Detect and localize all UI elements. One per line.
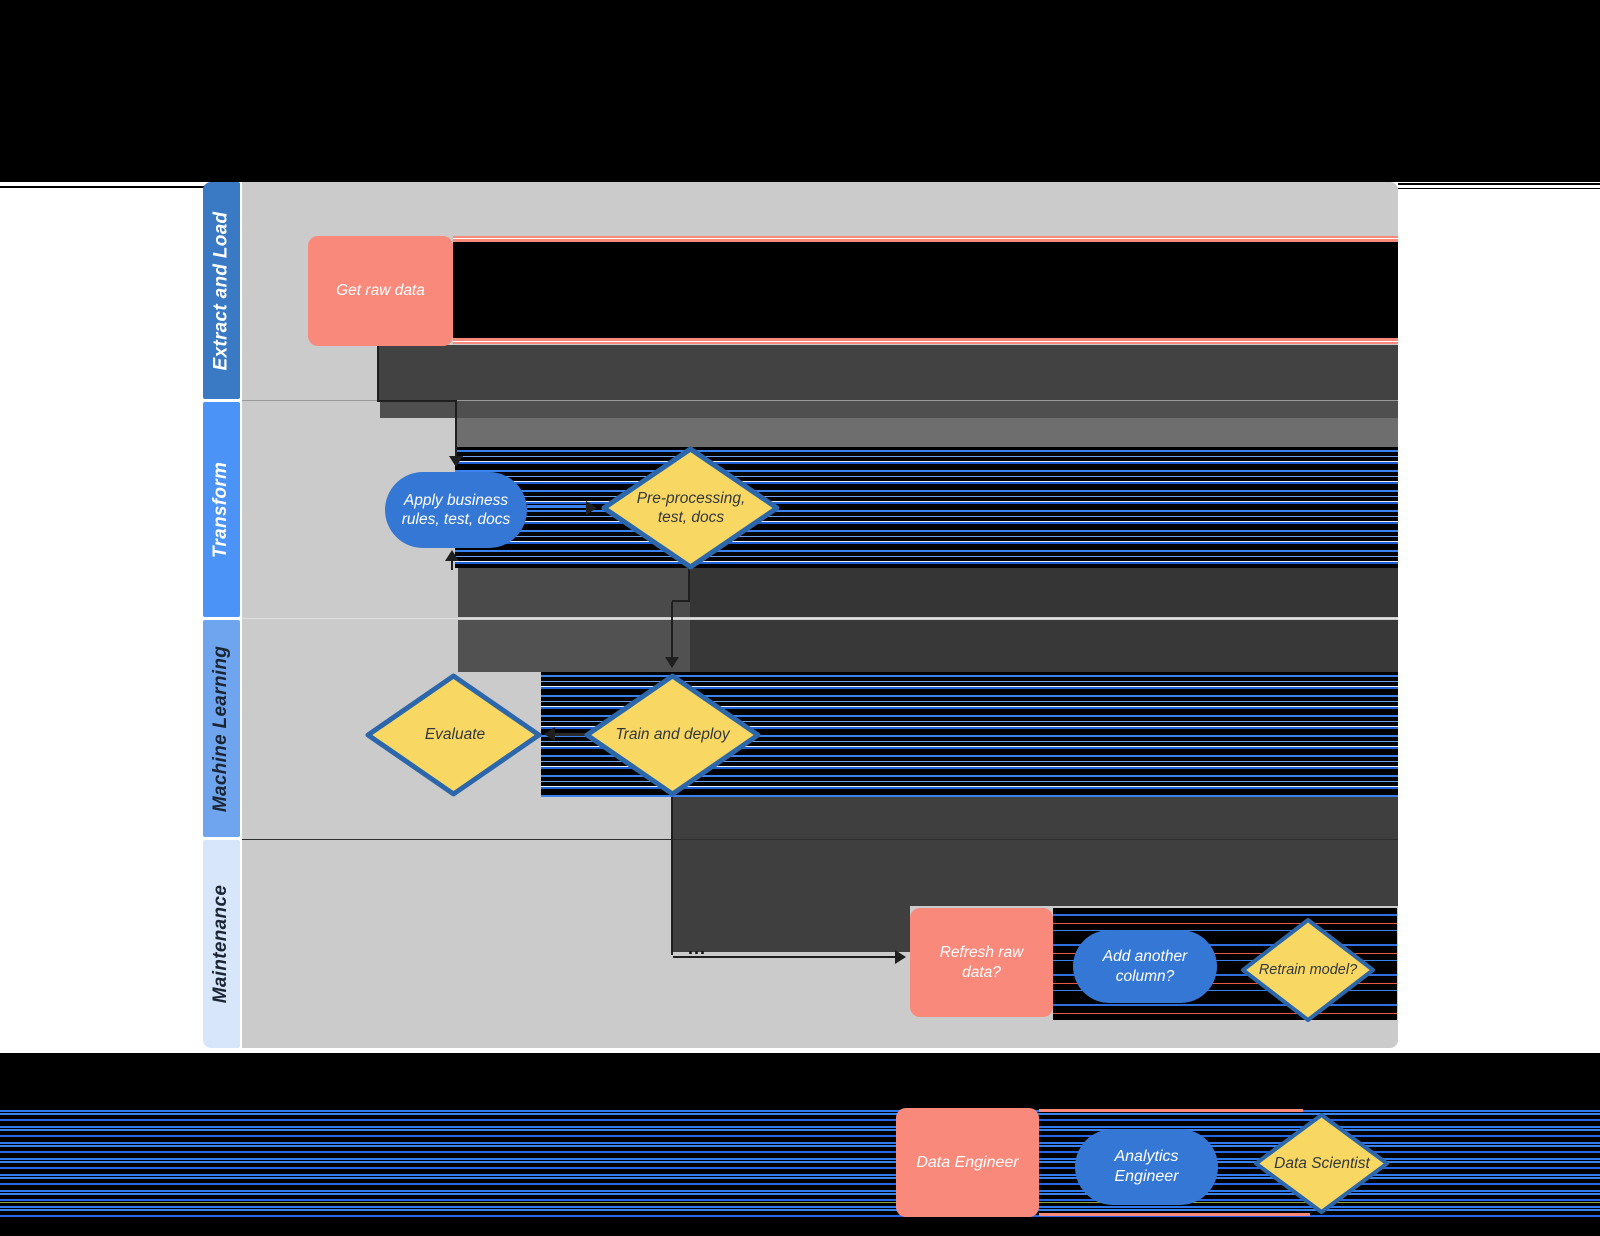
node-evaluate-label: Evaluate: [390, 705, 520, 765]
node-add-another-column: Add another column?: [1073, 930, 1217, 1003]
glitch-band-maint-top: [672, 840, 1398, 906]
node-retrain-model-diamond: [1241, 918, 1375, 1022]
connector-line: [673, 956, 898, 958]
glitch-band-maint-left: [672, 906, 910, 952]
glitch-band-transform-top: [380, 400, 1398, 418]
node-label: Pre-processing, test, docs: [636, 489, 746, 526]
glitch-band-extract: [453, 242, 1398, 338]
node-label: Add another column?: [1102, 948, 1188, 985]
legend-label: Data Engineer: [916, 1153, 1019, 1171]
lane-label: Transform: [210, 461, 232, 558]
node-label: Evaluate: [424, 726, 486, 744]
connector-line: [671, 602, 673, 658]
arrowhead-into-apply: [449, 456, 463, 467]
arrowhead-into-preprocessing: [586, 501, 597, 515]
legend-data-scientist-label: Data Scientist: [1263, 1134, 1381, 1194]
lane-label: Machine Learning: [210, 645, 232, 812]
lane-label: Maintenance: [210, 884, 232, 1004]
node-label: Refresh raw data?: [939, 944, 1024, 981]
legend-label: Analytics Engineer: [1114, 1148, 1179, 1185]
lane-header-transform: Transform: [203, 402, 240, 617]
connector-line: [688, 568, 690, 602]
bottom-green-glitch-line: [0, 1202, 1600, 1203]
node-train-and-deploy-label: Train and deploy: [604, 705, 741, 765]
glitch-line-left: [0, 186, 205, 188]
glitch-white-line: [453, 341, 1398, 342]
arrowhead-into-train: [665, 657, 679, 668]
glitch-salmon-line: [453, 342, 1398, 344]
connector-ellipsis-label: ...: [688, 938, 707, 958]
legend-glitch-line-bottom: [1039, 1213, 1310, 1216]
glitch-white-line: [453, 238, 1398, 239]
glitch-band-transform-bottom-dark: [690, 568, 1398, 617]
glitch-band-ml-bottom: [672, 797, 1398, 839]
lane-label: Extract and Load: [210, 211, 232, 370]
node-label: Train and deploy: [615, 726, 730, 744]
legend-glitch-line-top: [1039, 1109, 1303, 1112]
lane-divider: [242, 839, 1398, 840]
node-pre-processing-diamond: [601, 446, 780, 570]
glitch-band-ml-top-dark: [690, 620, 1398, 672]
glitch-band-transform: [455, 418, 1398, 447]
lane-divider: [242, 618, 1398, 619]
glitch-band-extract-bottom: [378, 345, 1398, 400]
glitch-line-right-1: [1398, 183, 1600, 185]
connector-line: [549, 733, 586, 736]
node-pre-processing-label: Pre-processing, test, docs: [626, 478, 756, 538]
lane-header-maintenance: Maintenance: [203, 840, 240, 1048]
arrowhead-into-apply-bottom: [445, 550, 459, 561]
connector-line: [672, 600, 690, 602]
glitch-line-right-2: [1398, 188, 1600, 189]
arrowhead-into-refresh: [895, 950, 906, 964]
legend-data-engineer: Data Engineer: [896, 1108, 1039, 1217]
lane-divider: [242, 400, 1398, 401]
node-label: Apply business rules, test, docs: [401, 491, 511, 528]
glitch-salmon-line: [453, 236, 1398, 238]
connector-line: [451, 561, 453, 570]
node-apply-business-rules: Apply business rules, test, docs: [385, 472, 527, 548]
connector-line-blue: [527, 505, 589, 508]
node-train-and-deploy-diamond: [584, 673, 761, 797]
arrowhead-into-evaluate: [544, 727, 555, 741]
legend-data-scientist-diamond: [1254, 1113, 1389, 1214]
node-evaluate-diamond: [365, 673, 542, 797]
node-label: Get raw data: [336, 282, 425, 300]
legend-label: Data Scientist: [1274, 1155, 1370, 1173]
top-black-band: [0, 0, 1600, 182]
legend-analytics-engineer: Analytics Engineer: [1075, 1129, 1218, 1205]
glitch-salmon-line: [453, 239, 1398, 242]
node-refresh-raw-data: Refresh raw data?: [910, 908, 1053, 1017]
lane-header-machine-learning: Machine Learning: [203, 620, 240, 837]
connector-line: [671, 797, 673, 955]
node-label: Retrain model?: [1258, 961, 1358, 978]
connector-line: [377, 400, 457, 402]
glitch-salmon-line: [453, 338, 1398, 341]
connector-line: [377, 346, 379, 402]
connector-line: [455, 402, 457, 458]
lane-header-extract-and-load: Extract and Load: [203, 182, 240, 399]
node-get-raw-data: Get raw data: [308, 236, 453, 346]
node-retrain-model-label: Retrain model?: [1253, 940, 1363, 1000]
